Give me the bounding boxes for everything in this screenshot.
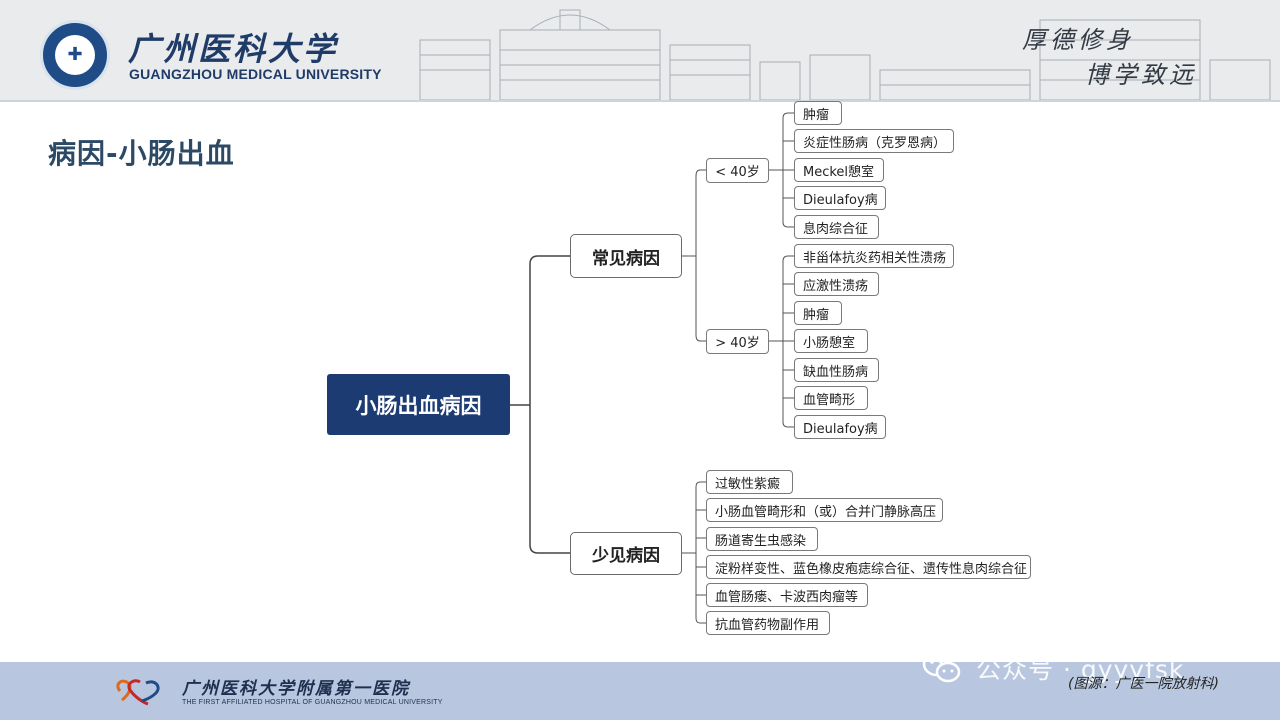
wechat-watermark: 公众号 · gyyyfsk: [976, 655, 1185, 684]
university-seal-logo: ✚: [40, 20, 110, 90]
university-name-en: GUANGZHOU MEDICAL UNIVERSITY: [129, 66, 382, 82]
age-under-40-node: < 40岁: [706, 158, 769, 183]
leaf-node: 肠道寄生虫感染: [706, 527, 818, 551]
hospital-heart-logo: [116, 679, 160, 706]
leaf-node: Dieulafoy病: [794, 186, 886, 210]
wechat-icon: [922, 651, 961, 683]
hospital-name-cn: 广州医科大学附属第一医院: [182, 679, 410, 699]
leaf-node: 血管肠瘘、卡波西肉瘤等: [706, 583, 868, 607]
header-banner: ✚ 广州医科大学 GUANGZHOU MEDICAL UNIVERSITY 厚德…: [0, 0, 1280, 100]
leaf-node: 过敏性紫癜: [706, 470, 793, 494]
university-name-cn: 广州医科大学: [128, 30, 339, 68]
seal-emblem-icon: ✚: [55, 35, 95, 75]
leaf-node: 息肉综合征: [794, 215, 879, 239]
image-source-note: (图源：广医一院放射科): [1068, 676, 1219, 692]
leaf-node: Dieulafoy病: [794, 415, 886, 439]
motto-line-1: 厚德修身: [1022, 26, 1134, 54]
root-node: 小肠出血病因: [327, 374, 510, 435]
leaf-node: 小肠憩室: [794, 329, 868, 353]
common-causes-node: 常见病因: [570, 234, 682, 278]
leaf-node: 肿瘤: [794, 301, 842, 325]
footer-band: [0, 662, 1280, 720]
campus-skyline-illustration: [419, 9, 1271, 100]
hospital-name-en: THE FIRST AFFILIATED HOSPITAL OF GUANGZH…: [182, 699, 443, 706]
motto-line-2: 博学致远: [1085, 61, 1197, 89]
slide-title: 病因-小肠出血: [48, 137, 235, 170]
leaf-node: 小肠血管畸形和（或）合并门静脉高压: [706, 498, 943, 522]
leaf-node: 缺血性肠病: [794, 358, 879, 382]
leaf-node: 淀粉样变性、蓝色橡皮疱痣综合征、遗传性息肉综合征: [706, 555, 1031, 579]
leaf-node: Meckel憩室: [794, 158, 884, 182]
rare-causes-node: 少见病因: [570, 532, 682, 575]
leaf-node: 肿瘤: [794, 101, 842, 125]
leaf-node: 血管畸形: [794, 386, 868, 410]
leaf-node: 炎症性肠病（克罗恩病）: [794, 129, 954, 153]
leaf-node: 非甾体抗炎药相关性溃疡: [794, 244, 954, 268]
header-divider: [0, 100, 1280, 102]
age-over-40-node: > 40岁: [706, 329, 769, 354]
leaf-node: 抗血管药物副作用: [706, 611, 830, 635]
leaf-node: 应激性溃疡: [794, 272, 879, 296]
